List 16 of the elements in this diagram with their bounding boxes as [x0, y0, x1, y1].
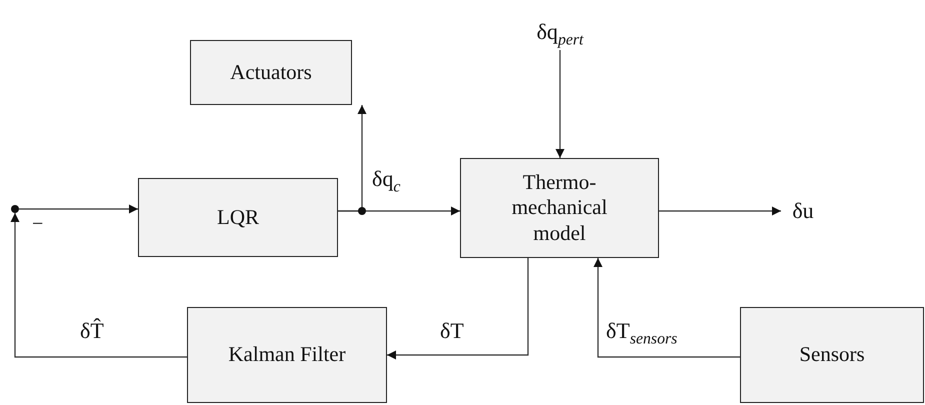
summing-junction-dot — [11, 205, 19, 213]
connector-arrow — [19, 204, 138, 214]
block-box: Sensors — [740, 307, 924, 403]
connector-arrow — [659, 206, 781, 216]
signal-label: δq$_{pert}$ — [536, 21, 584, 49]
connector-arrow — [594, 258, 740, 358]
signal-label: δu — [792, 200, 814, 222]
minus-sign: − — [32, 214, 44, 234]
block-box: LQR — [138, 178, 338, 257]
block-box: Kalman Filter — [187, 307, 387, 403]
block-box: Actuators — [190, 40, 352, 105]
connector-arrow — [556, 50, 564, 158]
connector-arrow — [10, 213, 187, 358]
connector-arrow — [387, 258, 529, 360]
connector-arrow — [338, 206, 460, 216]
model-box: Thermo-mechanical model — [460, 158, 659, 258]
